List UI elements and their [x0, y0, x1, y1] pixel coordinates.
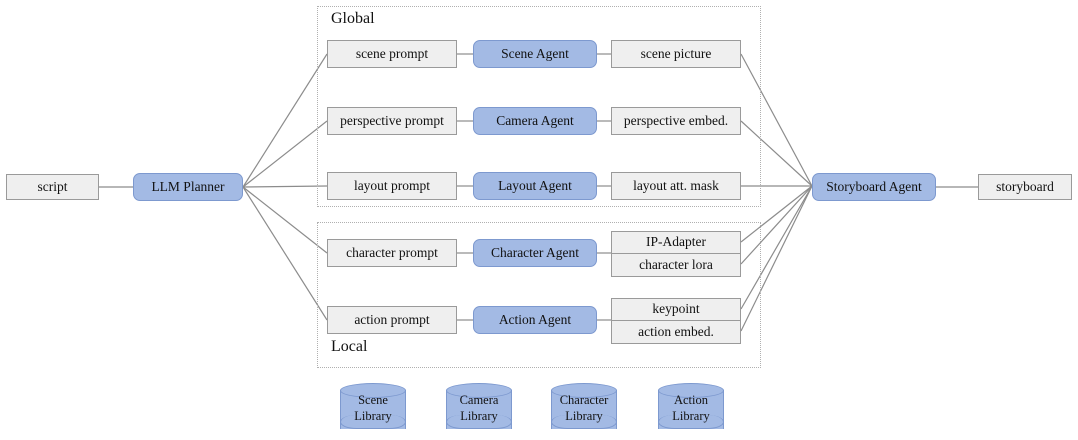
library-camera[interactable]: Camera Library: [446, 383, 512, 436]
group-frame-local: [317, 222, 761, 368]
node-layout-agent[interactable]: Layout Agent: [473, 172, 597, 200]
node-layout-prompt[interactable]: layout prompt: [327, 172, 457, 200]
cylinder-top: [340, 383, 406, 398]
node-scene-picture[interactable]: scene picture: [611, 40, 741, 68]
cylinder-top: [446, 383, 512, 398]
group-label-global: Global: [331, 10, 375, 27]
wire-planner-to-scene-prompt: [242, 53, 328, 188]
library-action-label: Action Library: [658, 393, 724, 424]
node-script[interactable]: script: [6, 174, 99, 200]
cylinder-bottom: [340, 415, 406, 429]
library-camera-label: Camera Library: [446, 393, 512, 424]
wire-planner-to-action-prompt: [242, 186, 328, 321]
cylinder-top: [658, 383, 724, 398]
cylinder-bottom: [446, 415, 512, 429]
node-character-lora[interactable]: character lora: [611, 254, 741, 277]
cylinder-top: [551, 383, 617, 398]
node-scene-prompt[interactable]: scene prompt: [327, 40, 457, 68]
library-character-line2: Library: [565, 408, 603, 423]
node-storyboard[interactable]: storyboard: [978, 174, 1072, 200]
cylinder-bottom: [658, 415, 724, 429]
node-layout-att-mask[interactable]: layout att. mask: [611, 172, 741, 200]
node-character-prompt[interactable]: character prompt: [327, 239, 457, 267]
node-keypoint[interactable]: keypoint: [611, 298, 741, 321]
library-scene-label: Scene Library: [340, 393, 406, 424]
library-action[interactable]: Action Library: [658, 383, 724, 436]
library-camera-line2: Library: [460, 408, 498, 423]
cylinder-bottom: [551, 415, 617, 429]
node-perspective-embed[interactable]: perspective embed.: [611, 107, 741, 135]
group-frame-global: [317, 6, 761, 207]
node-perspective-prompt[interactable]: perspective prompt: [327, 107, 457, 135]
node-ip-adapter[interactable]: IP-Adapter: [611, 231, 741, 254]
library-action-line1: Action: [673, 393, 709, 407]
library-character[interactable]: Character Library: [551, 383, 617, 436]
library-scene[interactable]: Scene Library: [340, 383, 406, 436]
node-storyboard-agent[interactable]: Storyboard Agent: [812, 173, 936, 201]
wire-planner-to-character-prompt: [242, 186, 328, 254]
node-character-agent[interactable]: Character Agent: [473, 239, 597, 267]
group-label-local: Local: [331, 338, 368, 355]
node-action-embed[interactable]: action embed.: [611, 321, 741, 344]
library-scene-line1: Scene: [358, 393, 388, 407]
library-scene-line2: Library: [354, 408, 392, 423]
wire-planner-to-perspective-prompt: [242, 120, 328, 188]
library-action-line2: Library: [672, 408, 710, 423]
wire-planner-to-layout-prompt: [242, 185, 328, 188]
node-llm-planner[interactable]: LLM Planner: [133, 173, 243, 201]
node-action-prompt[interactable]: action prompt: [327, 306, 457, 334]
node-action-agent[interactable]: Action Agent: [473, 306, 597, 334]
node-camera-agent[interactable]: Camera Agent: [473, 107, 597, 135]
library-character-line1: Character: [559, 393, 609, 407]
library-character-label: Character Library: [551, 393, 617, 424]
node-scene-agent[interactable]: Scene Agent: [473, 40, 597, 68]
library-camera-line1: Camera: [459, 393, 499, 407]
